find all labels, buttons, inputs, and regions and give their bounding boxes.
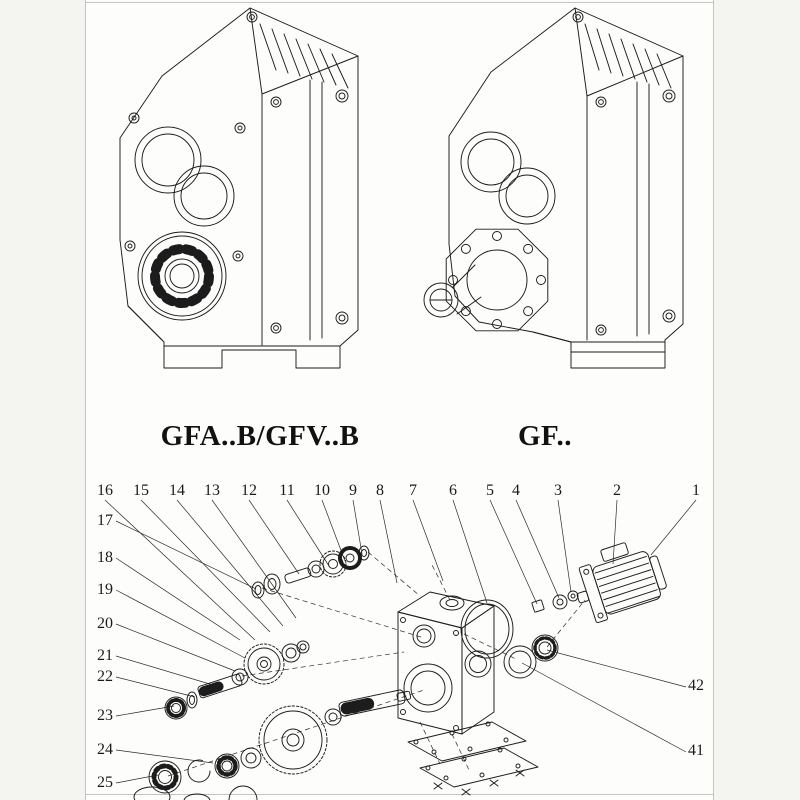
output-shaft-parts xyxy=(148,689,412,794)
leader-lines xyxy=(104,499,697,784)
callout-12: 12 xyxy=(241,482,257,499)
callout-19: 19 xyxy=(97,581,113,598)
callout-5: 5 xyxy=(486,482,494,499)
callout-42: 42 xyxy=(688,677,704,694)
callout-15: 15 xyxy=(133,482,149,499)
assembly-axes xyxy=(167,551,586,777)
callout-16: 16 xyxy=(97,482,113,499)
callout-7: 7 xyxy=(409,482,417,499)
gearbox-drawing-gfab xyxy=(119,7,359,369)
callout-25: 25 xyxy=(97,774,113,791)
model-label-left: GFA..B/GFV..B xyxy=(160,420,360,452)
callout-8: 8 xyxy=(376,482,384,499)
callout-20: 20 xyxy=(97,615,113,632)
oil-cover-plates xyxy=(407,721,539,796)
intermediate-shaft-parts xyxy=(164,640,310,720)
page-edge-line xyxy=(85,2,714,3)
exploded-parts-diagram xyxy=(104,499,697,800)
callout-14: 14 xyxy=(169,482,185,499)
callout-10: 10 xyxy=(314,482,330,499)
page-edge-line xyxy=(85,794,714,795)
motor xyxy=(576,542,667,624)
callout-22: 22 xyxy=(97,668,113,685)
page-edge-line xyxy=(713,0,714,800)
input-shaft-parts xyxy=(251,545,370,599)
bottom-clipped-parts xyxy=(133,785,258,800)
callout-13: 13 xyxy=(204,482,220,499)
callout-4: 4 xyxy=(512,482,520,499)
callout-1: 1 xyxy=(692,482,700,499)
model-label-right: GF.. xyxy=(517,420,573,452)
callout-11: 11 xyxy=(279,482,295,499)
callout-3: 3 xyxy=(554,482,562,499)
callout-41: 41 xyxy=(688,742,704,759)
page-edge-line xyxy=(85,0,86,800)
bearing-covers xyxy=(460,590,579,679)
callout-24: 24 xyxy=(97,741,113,758)
callout-2: 2 xyxy=(613,482,621,499)
callout-9: 9 xyxy=(349,482,357,499)
callout-21: 21 xyxy=(97,647,113,664)
gearbox-gfab-lineart xyxy=(119,7,359,369)
callout-18: 18 xyxy=(97,549,113,566)
page-margin-left xyxy=(0,0,85,800)
callout-17: 17 xyxy=(97,512,113,529)
gearbox-drawing-gf xyxy=(423,7,684,369)
gearbox-gf-lineart xyxy=(423,7,684,369)
gear-housing xyxy=(397,591,495,735)
callout-23: 23 xyxy=(97,707,113,724)
cover-bolts xyxy=(433,769,525,796)
callout-6: 6 xyxy=(449,482,457,499)
page-margin-right xyxy=(714,0,800,800)
